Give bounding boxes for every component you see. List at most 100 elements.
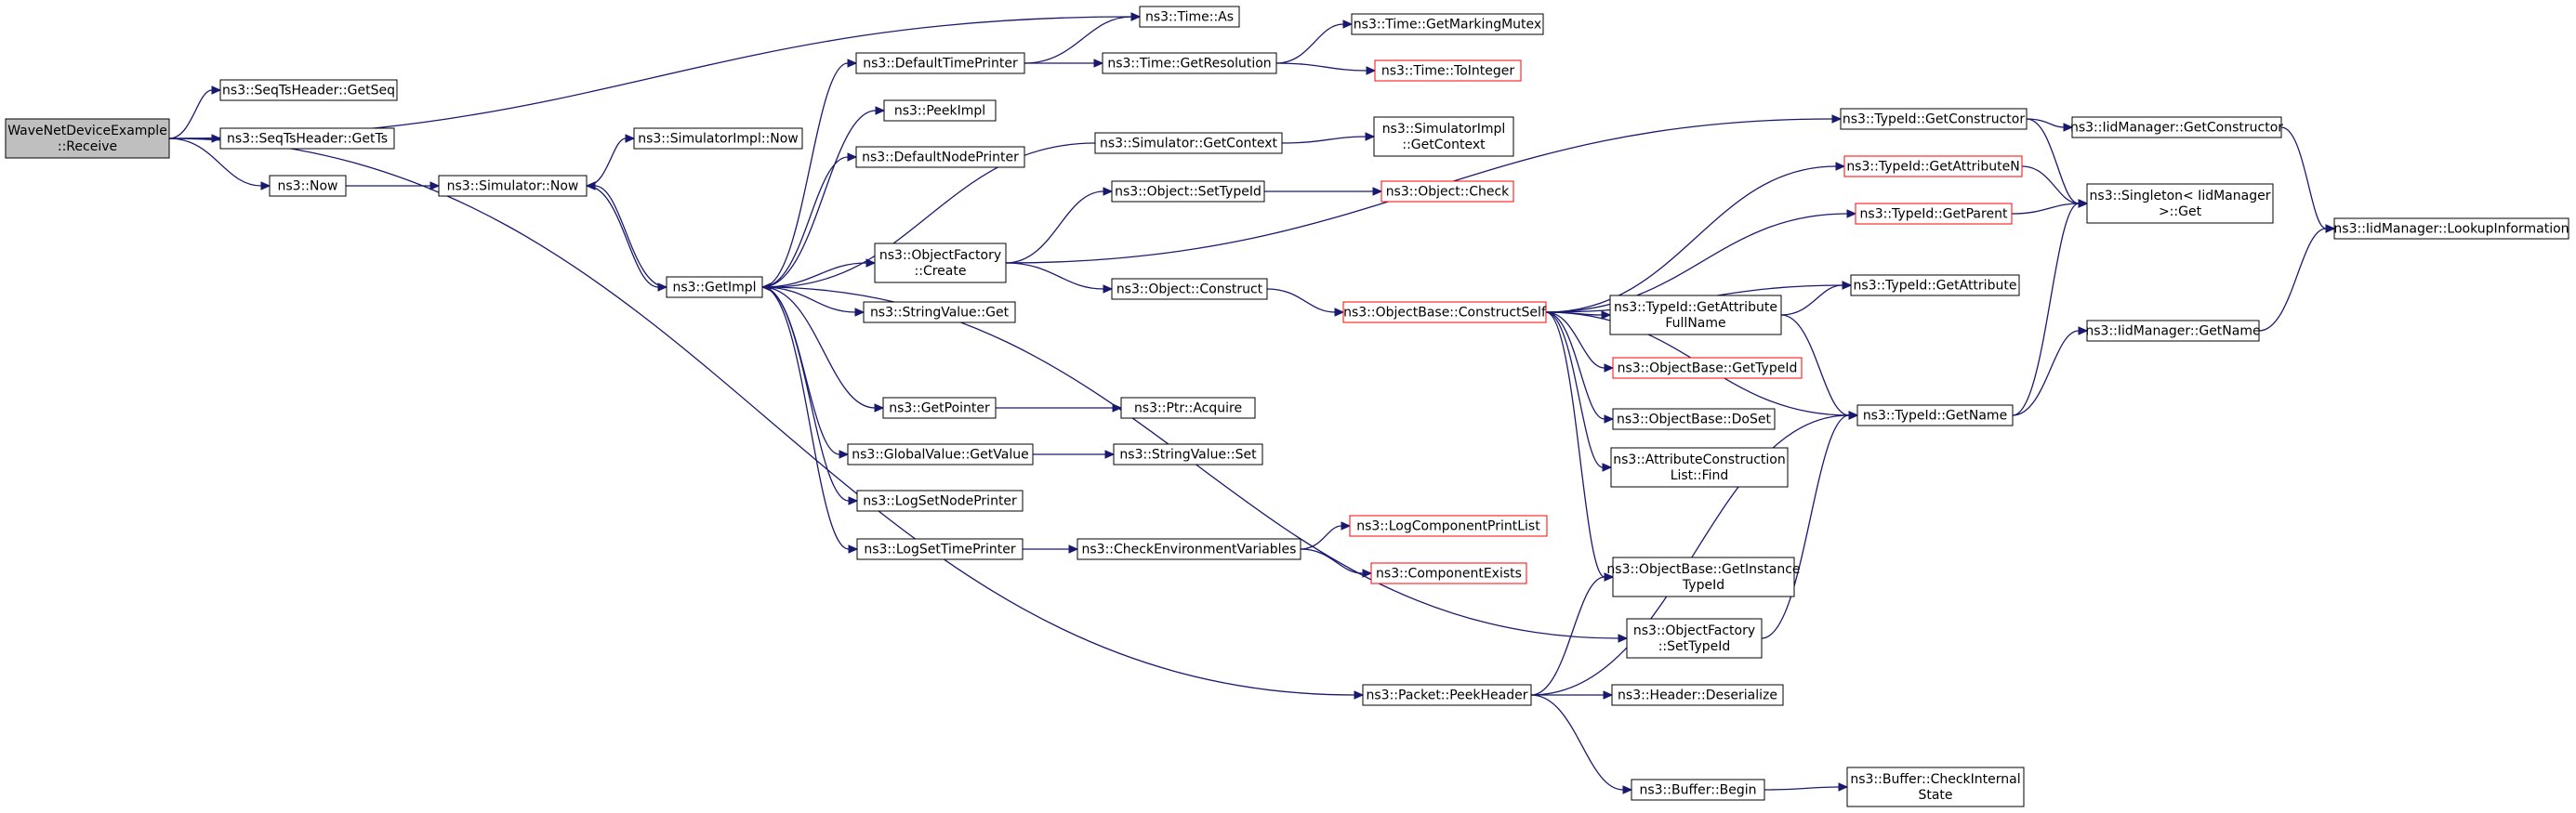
node-objfactory-settypeid[interactable]: ns3::ObjectFactory::SetTypeId [1626,618,1763,659]
node-box[interactable] [1111,278,1268,300]
node-box[interactable] [1850,274,2020,296]
node-box[interactable] [856,490,1024,512]
node-box[interactable] [1342,301,1547,323]
node-stringvalue-get[interactable]: ns3::StringValue::Get [863,301,1016,323]
node-simimpl-now[interactable]: ns3::SimulatorImpl::Now [633,127,803,150]
node-header-deserialize[interactable]: ns3::Header::Deserialize [1611,684,1784,706]
node-singleton-get[interactable]: ns3::Singleton< IidManager >::Get [2086,183,2274,224]
node-box[interactable] [1612,408,1776,430]
node-typeid-getconstructor[interactable]: ns3::TypeId::GetConstructor [1840,108,2028,130]
node-object-construct[interactable]: ns3::Object::Construct [1111,278,1268,300]
node-objectbase-doset[interactable]: ns3::ObjectBase::DoSet [1612,408,1776,430]
node-box[interactable] [219,79,398,101]
node-box[interactable] [2086,183,2274,224]
node-iidmanager-getconstructor[interactable]: ns3::IidManager::GetConstructor [2070,116,2283,138]
node-box[interactable] [855,146,1025,168]
node-time-as[interactable]: ns3::Time::As [1139,6,1240,28]
node-objectbase-gettypeid[interactable]: ns3::ObjectBase::GetTypeId [1612,357,1803,379]
node-box[interactable] [855,52,1025,74]
node-box[interactable] [5,118,170,159]
node-box[interactable] [874,243,1007,283]
node-logsettimeprinter[interactable]: ns3::LogSetTimePrinter [856,538,1024,560]
node-box[interactable] [2071,116,2282,138]
node-seq-getseq[interactable]: ns3::SeqTsHeader::GetSeq [219,79,398,101]
node-box[interactable] [1362,684,1532,706]
node-box[interactable] [2333,217,2569,240]
node-time-getresolution[interactable]: ns3::Time::GetResolution [1102,52,1277,74]
node-objfactory-create[interactable]: ns3::ObjectFactory::Create [874,243,1007,283]
node-box[interactable] [1111,180,1265,203]
node-box[interactable] [666,276,763,298]
node-box[interactable] [1609,295,1782,335]
node-time-getmarkingmutex[interactable]: ns3::Time::GetMarkingMutex [1351,13,1544,35]
node-box[interactable] [1626,618,1763,659]
node-iidmanager-lookupinformation[interactable]: ns3::IidManager::LookupInformation [2333,217,2569,240]
node-typeid-getname[interactable]: ns3::TypeId::GetName [1856,404,2014,426]
node-box[interactable] [856,538,1024,560]
node-box[interactable] [1077,538,1301,560]
node-typeid-getparent[interactable]: ns3::TypeId::GetParent [1855,203,2013,225]
node-root[interactable]: WaveNetDeviceExample::Receive [5,118,170,159]
node-default-time-printer[interactable]: ns3::DefaultTimePrinter [855,52,1025,74]
node-box[interactable] [1370,562,1527,584]
node-box[interactable] [1102,52,1277,74]
node-box[interactable] [1631,779,1765,801]
node-box[interactable] [1612,357,1803,379]
node-box[interactable] [219,127,395,150]
node-default-node-printer[interactable]: ns3::DefaultNodePrinter [855,146,1025,168]
node-object-settypeid[interactable]: ns3::Object::SetTypeId [1111,180,1265,203]
node-packet-peekheader[interactable]: ns3::Packet::PeekHeader [1362,684,1532,706]
node-buffer-begin[interactable]: ns3::Buffer::Begin [1631,779,1765,801]
node-getimpl[interactable]: ns3::GetImpl [666,276,763,298]
node-object-check[interactable]: ns3::Object::Check [1380,180,1514,203]
node-sim-now[interactable]: ns3::Simulator::Now [438,175,588,197]
node-box[interactable] [438,175,588,197]
node-box[interactable] [1374,59,1522,82]
node-time-tointeger[interactable]: ns3::Time::ToInteger [1374,59,1522,82]
node-box[interactable] [1856,404,2014,426]
node-logcomponentprintlist[interactable]: ns3::LogComponentPrintList [1349,515,1548,537]
node-box[interactable] [1351,13,1544,35]
node-box[interactable] [1610,447,1789,488]
node-box[interactable] [1120,397,1256,419]
node-box[interactable] [1612,557,1795,597]
node-box[interactable] [1349,515,1548,537]
node-logsetnodeprinter[interactable]: ns3::LogSetNodePrinter [856,490,1024,512]
node-box[interactable] [1840,108,2028,130]
node-box[interactable] [1855,203,2013,225]
node-peekimpl[interactable]: ns3::PeekImpl [883,99,997,122]
node-box[interactable] [847,443,1034,466]
node-box[interactable] [883,99,997,122]
node-box[interactable] [1373,116,1514,157]
node-componentexists[interactable]: ns3::ComponentExists [1370,562,1527,584]
node-box[interactable] [1094,132,1283,154]
node-box[interactable] [1611,684,1784,706]
node-box[interactable] [1113,443,1263,466]
node-box[interactable] [1846,767,2025,807]
node-box[interactable] [2086,320,2260,342]
node-ptr-acquire[interactable]: ns3::Ptr::Acquire [1120,397,1256,419]
node-box[interactable] [269,175,347,197]
node-objectbase-constructself[interactable]: ns3::ObjectBase::ConstructSelf [1342,301,1547,323]
node-box[interactable] [882,397,997,419]
node-box[interactable] [863,301,1016,323]
node-now[interactable]: ns3::Now [269,175,347,197]
node-seq-getts[interactable]: ns3::SeqTsHeader::GetTs [219,127,395,150]
node-check-env-vars[interactable]: ns3::CheckEnvironmentVariables [1077,538,1301,560]
node-simimpl-getcontext[interactable]: ns3::SimulatorImpl::GetContext [1373,116,1514,157]
node-globalvalue-getvalue[interactable]: ns3::GlobalValue::GetValue [847,443,1034,466]
node-getpointer[interactable]: ns3::GetPointer [882,397,997,419]
node-typeid-getattribute[interactable]: ns3::TypeId::GetAttribute [1850,274,2020,296]
node-box[interactable] [1139,6,1240,28]
node-iidmanager-getname[interactable]: ns3::IidManager::GetName [2085,320,2261,342]
node-box[interactable] [633,127,803,150]
node-box[interactable] [1843,155,2023,177]
node-sim-getcontext[interactable]: ns3::Simulator::GetContext [1094,132,1283,154]
node-stringvalue-set[interactable]: ns3::StringValue::Set [1113,443,1263,466]
node-box[interactable] [1380,180,1514,203]
node-typeid-getattributen[interactable]: ns3::TypeId::GetAttributeN [1843,155,2023,177]
